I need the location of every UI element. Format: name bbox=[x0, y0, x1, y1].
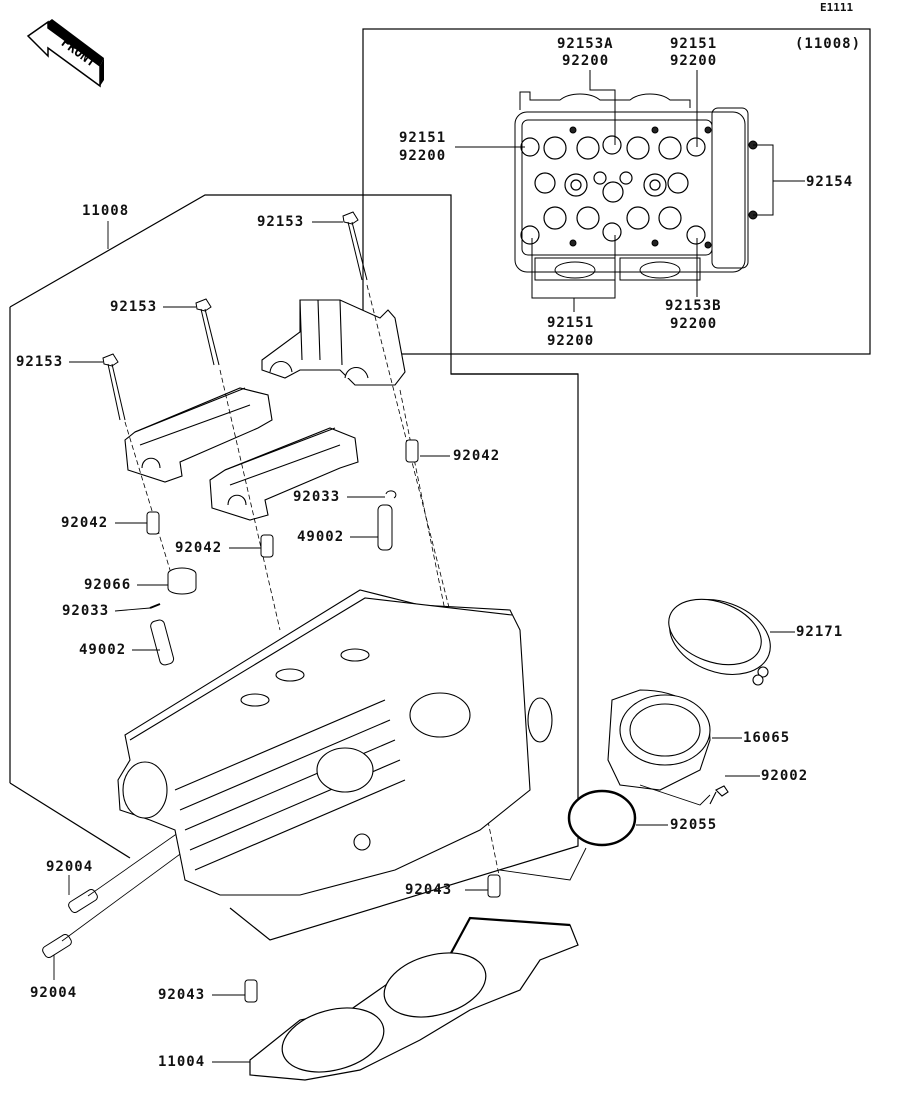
valve-guide-icon bbox=[377, 504, 393, 551]
callout-part-92043[interactable]: 92043 bbox=[405, 882, 453, 898]
callout-part-92042[interactable]: 92042 bbox=[453, 448, 501, 464]
callout-part-92066[interactable]: 92066 bbox=[84, 577, 132, 593]
callout-part-92002[interactable]: 92002 bbox=[761, 768, 809, 784]
bolt-icon bbox=[709, 785, 729, 805]
callout-part-92033[interactable]: 92033 bbox=[62, 603, 110, 619]
stud-icon bbox=[42, 933, 72, 959]
inset-callout-part[interactable]: 92154 bbox=[806, 174, 854, 190]
callout-part-11008[interactable]: 11008 bbox=[82, 203, 130, 219]
inset-callout-part[interactable]: 92200 bbox=[670, 316, 718, 332]
callout-part-92033[interactable]: 92033 bbox=[293, 489, 341, 505]
callout-part-92043[interactable]: 92043 bbox=[158, 987, 206, 1003]
front-arrow-icon: FRONT bbox=[26, 19, 104, 88]
callout-part-92004[interactable]: 92004 bbox=[46, 859, 94, 875]
callout-part-49002[interactable]: 49002 bbox=[79, 642, 127, 658]
inset-cylinder-head-top-view bbox=[514, 91, 758, 281]
circlip-icon bbox=[385, 490, 397, 499]
callout-part-92153[interactable]: 92153 bbox=[110, 299, 158, 315]
valve-guide-icon bbox=[150, 619, 175, 666]
dowel-pin-icon bbox=[146, 511, 160, 535]
o-ring-icon bbox=[567, 789, 637, 847]
camshaft-caps bbox=[124, 299, 406, 521]
inset-callout-part[interactable]: 92151 bbox=[399, 130, 447, 146]
inset-callout-part[interactable]: 92200 bbox=[399, 148, 447, 164]
circlip-icon bbox=[149, 603, 161, 609]
dowel-pin-icon bbox=[244, 979, 258, 1003]
callout-part-11004[interactable]: 11004 bbox=[158, 1054, 206, 1070]
cylinder-head bbox=[117, 589, 553, 896]
callout-part-92042[interactable]: 92042 bbox=[61, 515, 109, 531]
callout-part-92004[interactable]: 92004 bbox=[30, 985, 78, 1001]
inset-callout-part[interactable]: 92200 bbox=[670, 53, 718, 69]
dowel-pin-icon bbox=[405, 439, 419, 463]
dowel-pin-icon bbox=[260, 534, 274, 558]
head-gasket bbox=[249, 916, 579, 1081]
callout-part-92153[interactable]: 92153 bbox=[257, 214, 305, 230]
inset-callout-part[interactable]: 92151 bbox=[547, 315, 595, 331]
stud-icon bbox=[68, 888, 98, 914]
plug-icon bbox=[167, 574, 197, 595]
inset-callout-part[interactable]: 92153A bbox=[557, 36, 614, 52]
callout-part-49002[interactable]: 49002 bbox=[297, 529, 345, 545]
callout-part-92171[interactable]: 92171 bbox=[796, 624, 844, 640]
callout-part-16065[interactable]: 16065 bbox=[743, 730, 791, 746]
inset-title: (11008) bbox=[795, 36, 862, 52]
dowel-pin-icon bbox=[487, 874, 501, 898]
small-parts bbox=[42, 439, 501, 1003]
inset-frame bbox=[362, 28, 871, 355]
callout-part-92042[interactable]: 92042 bbox=[175, 540, 223, 556]
callout-part-92153[interactable]: 92153 bbox=[16, 354, 64, 370]
inset-callout-part[interactable]: 92153B bbox=[665, 298, 722, 314]
inset-callout-part[interactable]: 92200 bbox=[562, 53, 610, 69]
inset-callout-part[interactable]: 92151 bbox=[670, 36, 718, 52]
figure-code: E1111 bbox=[820, 1, 854, 14]
bolts bbox=[102, 211, 368, 421]
callout-part-92055[interactable]: 92055 bbox=[670, 817, 718, 833]
intake-parts bbox=[567, 598, 771, 847]
inset-callout-part[interactable]: 92200 bbox=[547, 333, 595, 349]
